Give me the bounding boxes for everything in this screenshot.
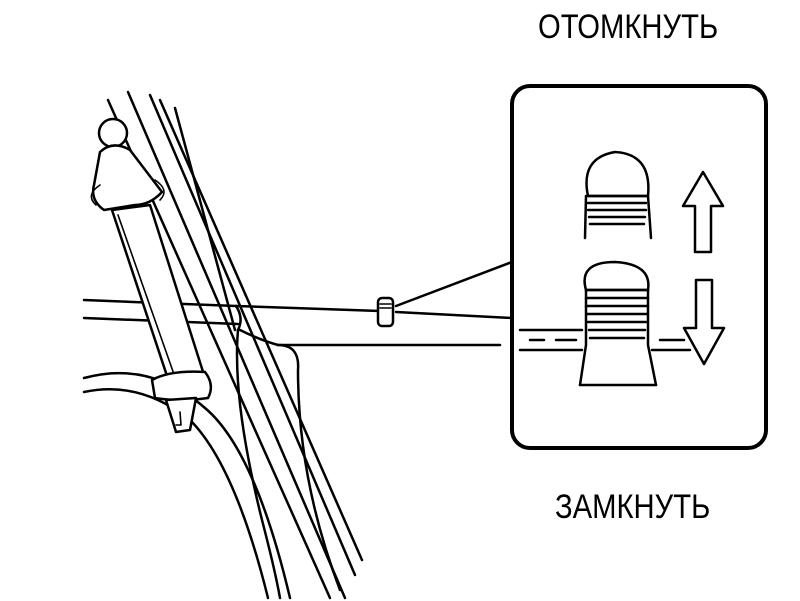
door-lock-knob: [376, 296, 395, 328]
knob-locked: [518, 260, 692, 387]
belt-anchor-bolt-icon: [97, 117, 129, 149]
lock-detail-callout: [510, 84, 768, 450]
knob-unlocked: [583, 150, 653, 240]
arrow-down-icon: [682, 278, 726, 366]
vehicle-interior: [82, 90, 514, 600]
seat-belt-strap: [110, 203, 207, 387]
label-lock: ЗАМКНУТЬ: [555, 488, 711, 526]
arrow-up-icon: [681, 170, 725, 254]
label-unlock: ОТОМКНУТЬ: [538, 8, 719, 46]
